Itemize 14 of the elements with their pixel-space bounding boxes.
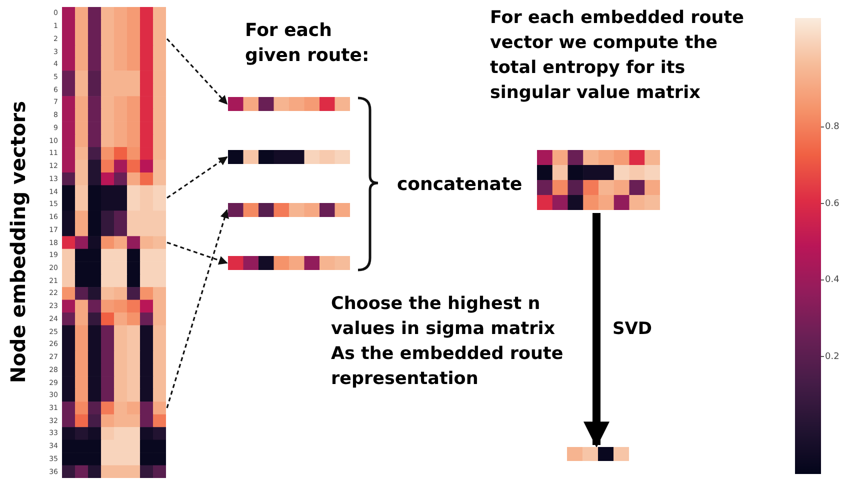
step-text: For each embedded route vector we compute the total entropy for its singular value matrix — [490, 7, 745, 105]
arrow — [166, 38, 228, 105]
arrow — [166, 209, 229, 408]
colorbar-tick-label: 0.2 — [825, 352, 840, 362]
colorbar-tick-label: 0.8 — [825, 122, 840, 132]
arrow — [166, 242, 228, 265]
arrow — [584, 213, 610, 448]
colorbar-tick-label: 0.6 — [825, 198, 840, 208]
step-text: For each given route: — [245, 19, 370, 68]
step-text: Choose the highest n values in sigma matrix As the embedded route representation — [331, 293, 564, 391]
arrow — [166, 156, 228, 199]
concatenate-text: concatenate — [397, 173, 522, 197]
colorbar-tick-label: 0.4 — [825, 275, 840, 285]
axis-label: Node embedding vectors — [5, 100, 31, 384]
